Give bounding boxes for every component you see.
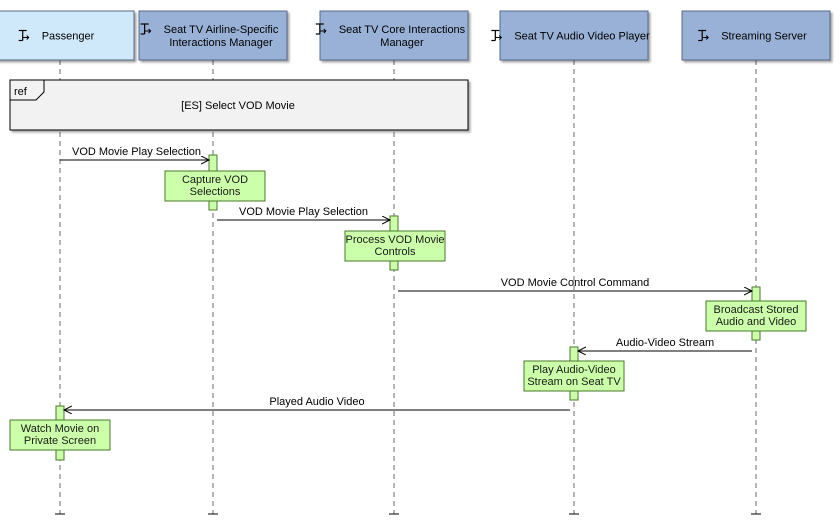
action-label: Stream on Seat TV bbox=[527, 376, 621, 388]
lifeline-label: Streaming Server bbox=[721, 31, 807, 43]
message-1[interactable]: VOD Movie Play Selection bbox=[60, 146, 209, 160]
lifeline-label: Seat TV Airline-Specific bbox=[164, 24, 279, 36]
component-icon bbox=[698, 29, 709, 42]
component-icon bbox=[140, 23, 152, 35]
action-label: Selections bbox=[190, 186, 241, 198]
action-label: Watch Movie on bbox=[21, 423, 99, 435]
lifeline-label: Manager bbox=[380, 37, 424, 49]
lifeline-label: Passenger bbox=[42, 31, 95, 43]
message-4[interactable]: Audio-Video Stream bbox=[578, 337, 752, 351]
message-3[interactable]: VOD Movie Control Command bbox=[398, 277, 752, 291]
ref-frame-box bbox=[9, 79, 469, 131]
action-label: Private Screen bbox=[24, 435, 96, 447]
ref-tag: ref bbox=[14, 86, 28, 98]
message-label: Played Audio Video bbox=[269, 396, 364, 408]
message-2[interactable]: VOD Movie Play Selection bbox=[217, 206, 390, 220]
lifeline-label: Interactions Manager bbox=[169, 37, 273, 49]
component-icon bbox=[491, 29, 503, 42]
action-label: Audio and Video bbox=[716, 316, 797, 328]
component-icon bbox=[315, 23, 327, 35]
action-box bbox=[705, 300, 807, 332]
lifeline-header[interactable] bbox=[138, 10, 288, 61]
lifeline-header[interactable] bbox=[499, 10, 649, 61]
action-label: Process VOD Movie bbox=[345, 234, 444, 246]
action-box bbox=[523, 360, 625, 392]
lifeline-label: Seat TV Core Interactions bbox=[339, 24, 466, 36]
action-label: Capture VOD bbox=[182, 174, 248, 186]
interaction-use-frame[interactable]: ref [ES] Select VOD Movie bbox=[9, 79, 469, 131]
message-label: VOD Movie Play Selection bbox=[72, 146, 201, 158]
message-label: Audio-Video Stream bbox=[616, 337, 714, 349]
action-box bbox=[164, 170, 266, 202]
action-label: Controls bbox=[375, 246, 416, 258]
message-5[interactable]: Played Audio Video bbox=[64, 396, 570, 410]
lifeline-label: Seat TV Audio Video Player bbox=[514, 31, 650, 43]
action-box bbox=[344, 230, 446, 262]
action-label: Play Audio-Video bbox=[532, 364, 616, 376]
lifeline-player[interactable]: Seat TV Audio Video Player bbox=[491, 10, 650, 515]
lifeline-server[interactable]: Streaming Server bbox=[681, 10, 831, 515]
message-label: VOD Movie Control Command bbox=[501, 277, 650, 289]
message-label: VOD Movie Play Selection bbox=[239, 206, 368, 218]
action-box bbox=[9, 419, 111, 451]
action-label: Broadcast Stored bbox=[714, 304, 799, 316]
component-icon bbox=[18, 29, 30, 42]
ref-tag-pentagon bbox=[10, 80, 45, 101]
ref-label: [ES] Select VOD Movie bbox=[181, 100, 295, 112]
lifeline-header[interactable] bbox=[319, 10, 469, 61]
lifeline-passenger[interactable]: Passenger bbox=[0, 10, 135, 515]
